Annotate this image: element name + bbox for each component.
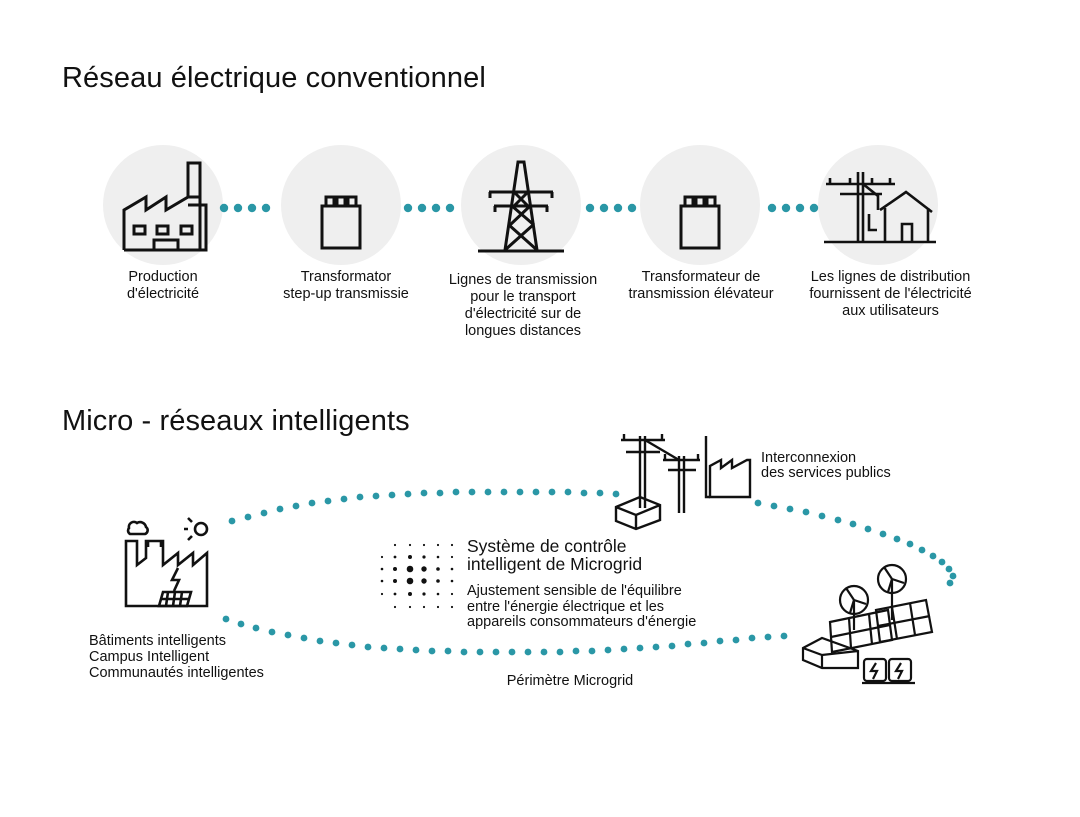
microgrid-perimeter-label: Périmètre Microgrid [506,673,634,689]
solar-wind-battery-icon [801,563,934,685]
connector-dots [219,203,819,213]
transformer-icon [320,195,362,250]
transformer-icon [679,195,721,250]
dot-grid-icon [380,543,454,609]
smart-factory-solar-icon [124,517,209,608]
transmission-tower-icon [478,160,564,253]
microgrid-perimeter [222,488,957,656]
factory-icon [122,161,208,252]
section-title-conventional: Réseau électrique conventionnel [62,62,486,94]
power-pole-house-icon [824,172,936,244]
utility-grid-icon [614,434,752,531]
section-title-microgrid: Micro - réseaux intelligents [62,405,410,437]
